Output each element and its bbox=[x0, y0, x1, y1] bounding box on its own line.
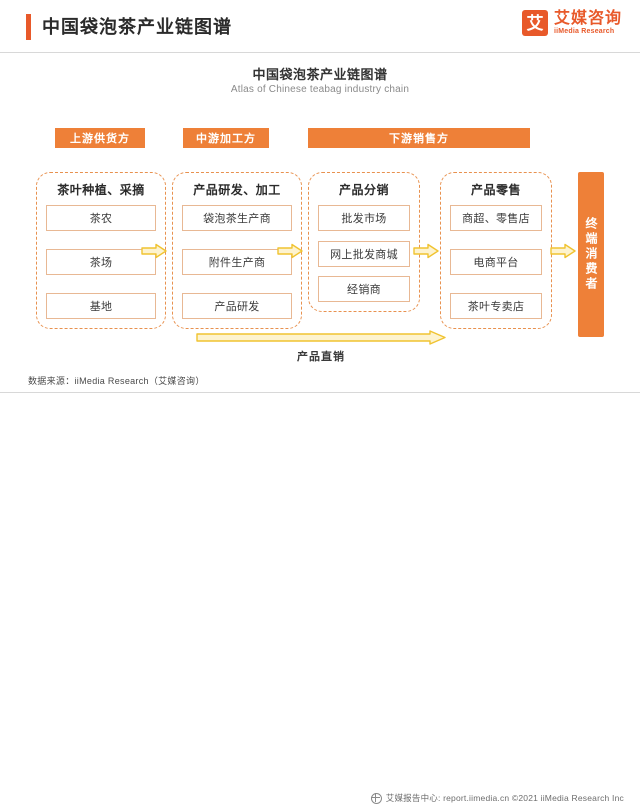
title-accent-bar bbox=[26, 14, 31, 40]
stage-title: 产品研发、加工 bbox=[193, 183, 281, 197]
stage-header-upstream: 上游供货方 bbox=[55, 128, 145, 148]
chart-subtitle: Atlas of Chinese teabag industry chain bbox=[230, 84, 410, 95]
chart-title: 中国袋泡茶产业链图谱 bbox=[252, 67, 388, 82]
flow-arrow-icon bbox=[550, 243, 576, 259]
flow-arrow-icon bbox=[277, 243, 303, 259]
node-item: 袋泡茶生产商 bbox=[182, 205, 292, 231]
node-list: 茶农 茶场 基地 bbox=[46, 205, 156, 319]
stage-title: 产品零售 bbox=[470, 183, 521, 197]
stage-title: 产品分销 bbox=[338, 183, 389, 197]
brand-logo: 艾 艾媒咨询 iiMedia Research bbox=[521, 9, 622, 36]
footer-bar: 艾媒报告中心: report.iimedia.cn ©2021 iiMedia … bbox=[0, 393, 640, 804]
node-item: 茶叶专卖店 bbox=[450, 293, 542, 319]
direct-sales-arrow-icon bbox=[196, 330, 446, 345]
stage-box-retail: 产品零售 商超、零售店 电商平台 茶叶专卖店 bbox=[440, 172, 552, 329]
brand-mark-icon: 艾 bbox=[521, 10, 548, 36]
node-list: 批发市场 网上批发商城 经销商 bbox=[318, 205, 410, 302]
node-item: 批发市场 bbox=[318, 205, 410, 231]
stage-header-downstream: 下游销售方 bbox=[308, 128, 530, 148]
terminal-consumer-label: 终端消费者 bbox=[584, 217, 598, 292]
node-item: 商超、零售店 bbox=[450, 205, 542, 231]
footer-text: 艾媒报告中心: report.iimedia.cn ©2021 iiMedia … bbox=[385, 793, 624, 803]
node-item: 电商平台 bbox=[450, 249, 542, 275]
footer-text-wrap: 艾媒报告中心: report.iimedia.cn ©2021 iiMedia … bbox=[370, 792, 624, 804]
brand-text: 艾媒咨询 iiMedia Research bbox=[553, 9, 622, 36]
flow-arrow-icon bbox=[413, 243, 439, 259]
page-header: 中国袋泡茶产业链图谱 艾 艾媒咨询 iiMedia Research bbox=[0, 0, 640, 52]
node-list: 商超、零售店 电商平台 茶叶专卖店 bbox=[450, 205, 542, 319]
node-list: 袋泡茶生产商 附件生产商 产品研发 bbox=[182, 205, 292, 319]
direct-sales-label: 产品直销 bbox=[297, 351, 345, 363]
node-item: 基地 bbox=[46, 293, 156, 319]
source-note: 数据来源：iiMedia Research（艾媒咨询） bbox=[28, 376, 205, 386]
brand-name-cn: 艾媒咨询 bbox=[553, 9, 622, 27]
node-item: 茶场 bbox=[46, 249, 156, 275]
stage-header-midstream: 中游加工方 bbox=[183, 128, 269, 148]
header-divider bbox=[0, 52, 640, 53]
page-title: 中国袋泡茶产业链图谱 bbox=[42, 17, 232, 37]
stage-title: 茶叶种植、采摘 bbox=[57, 183, 145, 197]
node-item: 茶农 bbox=[46, 205, 156, 231]
node-item: 附件生产商 bbox=[182, 249, 292, 275]
footer-divider bbox=[0, 392, 640, 393]
brand-name-en: iiMedia Research bbox=[553, 27, 615, 35]
node-item: 经销商 bbox=[318, 276, 410, 302]
node-item: 网上批发商城 bbox=[318, 240, 410, 267]
globe-icon bbox=[370, 792, 382, 804]
stage-box-distribution: 产品分销 批发市场 网上批发商城 经销商 bbox=[308, 172, 420, 312]
flow-arrow-icon bbox=[141, 243, 167, 259]
terminal-consumer-bar: 终端消费者 bbox=[578, 172, 604, 337]
node-item: 产品研发 bbox=[182, 293, 292, 319]
